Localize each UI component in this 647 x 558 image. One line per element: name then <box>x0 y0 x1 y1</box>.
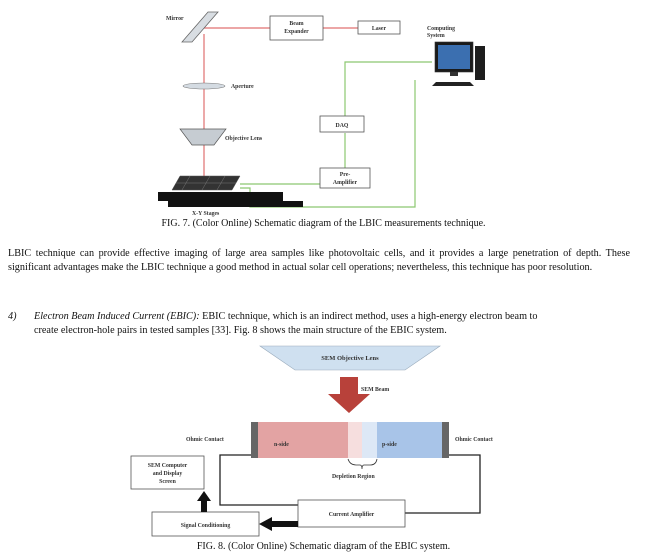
computing-system-label-2: System <box>427 33 445 39</box>
fig7-caption: FIG. 7. (Color Online) Schematic diagram… <box>161 218 486 229</box>
circuit-wires <box>219 454 481 514</box>
laser-box <box>357 20 401 35</box>
mirror-icon <box>181 11 219 43</box>
item-text-2: create electron-hole pairs in tested sam… <box>34 325 447 336</box>
sem-computer-label-1: SEM Computer <box>148 463 188 469</box>
sem-beam-arrow <box>328 377 370 413</box>
sem-computer-label-2: and Display <box>153 471 183 477</box>
xy-stages-icon <box>158 192 303 207</box>
p-side-label: p-side <box>382 442 397 448</box>
pre-amplifier-label-1: Pre- <box>340 172 351 178</box>
sem-beam-label: SEM Beam <box>361 387 389 393</box>
objective-lens-label: Objective Lens <box>225 136 263 142</box>
pre-amplifier-box <box>319 167 371 189</box>
daq-box <box>319 115 365 133</box>
item-lead: Electron Beam Induced Current (EBIC): <box>34 311 200 322</box>
paragraph-lbic: LBIC technique can provide effective ima… <box>8 248 630 273</box>
depletion-p <box>362 422 377 458</box>
sem-computer-label-3: Screen <box>159 479 176 485</box>
n-side-label: n-side <box>274 442 289 448</box>
beam-expander-label-1: Beam <box>289 21 303 27</box>
aperture-icon <box>182 82 226 90</box>
daq-label: DAQ <box>336 123 349 129</box>
current-amplifier-label: Current Amplifier <box>329 512 375 518</box>
beam-expander-label-2: Expander <box>284 29 309 35</box>
pre-amplifier-label-2: Amplifier <box>333 180 358 186</box>
depletion-region-label: Depletion Region <box>332 474 375 480</box>
item-text-1: EBIC technique, which is an indirect met… <box>199 311 538 322</box>
fig8-caption: FIG. 8. (Color Online) Schematic diagram… <box>196 541 451 552</box>
fig7-diagram: Mirror Beam Expander Laser Computing Sys… <box>158 11 485 217</box>
computer-icon <box>432 41 485 86</box>
depletion-brace <box>347 458 378 470</box>
ohmic-contact-right-label: Ohmic Contact <box>455 437 493 443</box>
signal-conditioning-box <box>151 511 260 537</box>
ohmic-contact-left-label: Ohmic Contact <box>186 437 224 443</box>
aperture-label: Aperture <box>231 84 254 90</box>
item-number: 4) <box>8 311 17 322</box>
ohmic-contact-left <box>251 422 258 458</box>
depletion-n <box>348 422 362 458</box>
sem-objective-lens-icon <box>259 345 441 371</box>
arrow-to-sem-computer <box>197 491 211 512</box>
sem-computer-box <box>130 455 205 490</box>
mirror-label: Mirror <box>166 16 184 22</box>
signal-conditioning-label: Signal Conditioning <box>181 523 231 529</box>
solar-cell-icon <box>171 175 241 191</box>
computing-system-label-1: Computing <box>427 26 455 32</box>
beam-expander-box <box>269 15 324 41</box>
arrow-to-signal-conditioning <box>259 517 298 531</box>
current-amplifier-box <box>297 499 406 528</box>
objective-lens-icon <box>179 128 227 146</box>
item-ebic: 4)Electron Beam Induced Current (EBIC): … <box>8 310 630 338</box>
laser-label: Laser <box>372 26 387 32</box>
sem-objective-lens-label: SEM Objective Lens <box>321 355 379 362</box>
ohmic-contact-right <box>442 422 449 458</box>
xy-stages-label: X-Y Stages <box>192 211 220 217</box>
n-side-region <box>258 422 348 458</box>
p-side-region <box>377 422 442 458</box>
laser-path <box>198 27 358 180</box>
